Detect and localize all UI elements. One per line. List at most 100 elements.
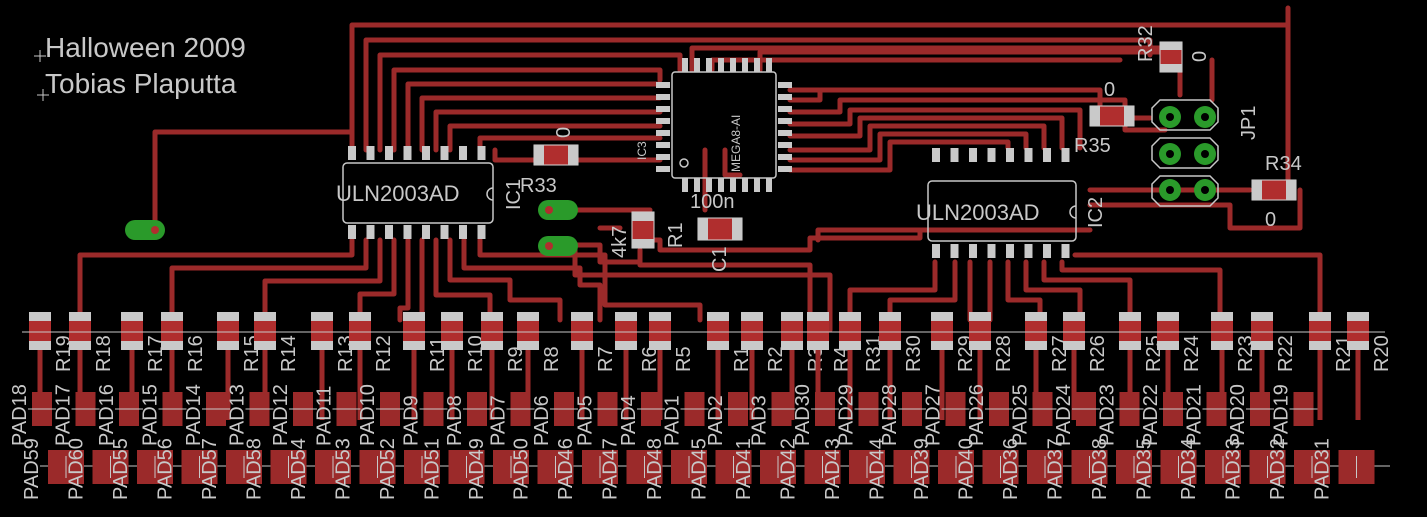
resistor-r9: R9 [481,312,527,420]
resistor-label: R20 [1371,335,1393,372]
pad-label: PAD22 [1140,384,1162,446]
pad-pad48: PAD48 [644,438,707,500]
ic3-name: MEGA8-AI [729,115,743,172]
pad-pad21: PAD21 [1184,384,1231,446]
pad-label: PAD17 [53,384,75,446]
ic3-ref: IC3 [635,141,649,160]
ic2-ref: IC2 [1085,197,1107,228]
pad-pad36: PAD36 [1000,438,1063,500]
pad-label: PAD37 [1045,438,1067,500]
pad-pad4: PAD4 [618,392,665,446]
c1-ref: C1 [709,246,731,272]
pad-label: PAD54 [288,438,310,500]
resistor-r7: R7 [571,312,617,420]
pad-pad27: PAD27 [923,384,970,446]
pad-label: PAD39 [911,438,933,500]
resistor-label: R18 [93,335,115,372]
board-author: Tobias Plaputta [45,68,237,99]
pad-label: PAD48 [644,438,666,500]
pad-pad30: PAD30 [792,384,839,446]
pad-pad32: PAD32 [1267,438,1330,500]
resistor-r31: R31 [839,312,885,420]
pad-label: PAD8 [444,395,466,446]
pad-pad55: PAD55 [110,438,173,500]
resistor-label: R2 [765,346,787,372]
c1-value: 100n [690,191,735,213]
resistor-r3: R3 [781,312,827,420]
pad-pad28: PAD28 [879,384,926,446]
resistor-r8: R8 [517,312,563,420]
pad-pad53: PAD53 [333,438,396,500]
pad-pad12: PAD12 [270,384,317,446]
pad-pad54: PAD54 [288,438,351,500]
pad-pad49: PAD49 [466,438,529,500]
pad-pad50: PAD50 [511,438,574,500]
pad-label: PAD4 [618,395,640,446]
copper-traces [37,5,1323,423]
r33-ref: R33 [520,175,557,197]
pad-label: PAD41 [733,438,755,500]
pad-label: PAD5 [575,395,597,446]
pad-pad2: PAD2 [705,392,752,446]
pad-pad24: PAD24 [1053,384,1100,446]
pad-label: PAD24 [1053,384,1075,446]
pad-label: PAD53 [333,438,355,500]
resistor-label: R8 [541,346,563,372]
pad-pad58: PAD58 [244,438,307,500]
pad-pad46: PAD46 [555,438,618,500]
pad-label: PAD59 [21,438,43,500]
resistor-r15: R15 [217,312,263,420]
pad-pad43: PAD43 [822,438,885,500]
pad-pad29: PAD29 [836,384,883,446]
resistor-r10: R10 [441,312,487,420]
pad-label: PAD32 [1267,438,1289,500]
pad-pad14: PAD14 [183,384,230,446]
pad-pad13: PAD13 [227,384,274,446]
pad-label: PAD28 [879,384,901,446]
pad-label: PAD47 [600,438,622,500]
pad-pad37: PAD37 [1045,438,1108,500]
pad-label: PAD34 [1178,438,1200,500]
ic2-uln2003ad: ULN2003AD IC2 [916,180,1107,242]
pad-pad51: PAD51 [422,438,485,500]
pad-pad17: PAD17 [53,384,100,446]
pad-pad6: PAD6 [531,392,578,446]
resistor-label: R22 [1275,335,1297,372]
pad-pad5: PAD5 [575,392,622,446]
pad-label: PAD57 [199,438,221,500]
pad-label: PAD52 [377,438,399,500]
pad-label: PAD13 [227,384,249,446]
resistor-r28: R28 [969,312,1015,420]
pad-label: PAD25 [1010,384,1032,446]
r1-value: 4k7 [609,226,631,258]
pad-pad10: PAD10 [357,384,404,446]
pad-pad60: PAD60 [66,438,129,500]
pad-pad41: PAD41 [733,438,796,500]
pad-label: PAD56 [155,438,177,500]
pad-label: PAD31 [1312,438,1334,500]
resistor-label: R26 [1087,335,1109,372]
pad-pad52: PAD52 [377,438,440,500]
resistor-r30: R30 [879,312,925,420]
pad-pad8: PAD8 [444,392,491,446]
pad-label: PAD23 [1097,384,1119,446]
pad-label: PAD1 [662,395,684,446]
pad-label: PAD55 [110,438,132,500]
resistor-label: R5 [673,346,695,372]
pad-label: PAD51 [422,438,444,500]
pad-label: PAD45 [689,438,711,500]
r1-ref: R1 [665,222,687,248]
pad-pad7: PAD7 [488,392,535,446]
pad-pad39: PAD39 [911,438,974,500]
r34-value: 0 [1265,209,1276,231]
pad-label: PAD44 [867,438,889,500]
r32-value: 0 [1189,51,1211,62]
resistor-label: R16 [185,335,207,372]
r33-value: 0 [553,127,575,138]
resistor-label: R6 [639,346,661,372]
resistor-label: R24 [1181,335,1203,372]
jp1-ref: JP1 [1238,106,1260,140]
pad-label: PAD60 [66,438,88,500]
pad-label: PAD15 [140,384,162,446]
